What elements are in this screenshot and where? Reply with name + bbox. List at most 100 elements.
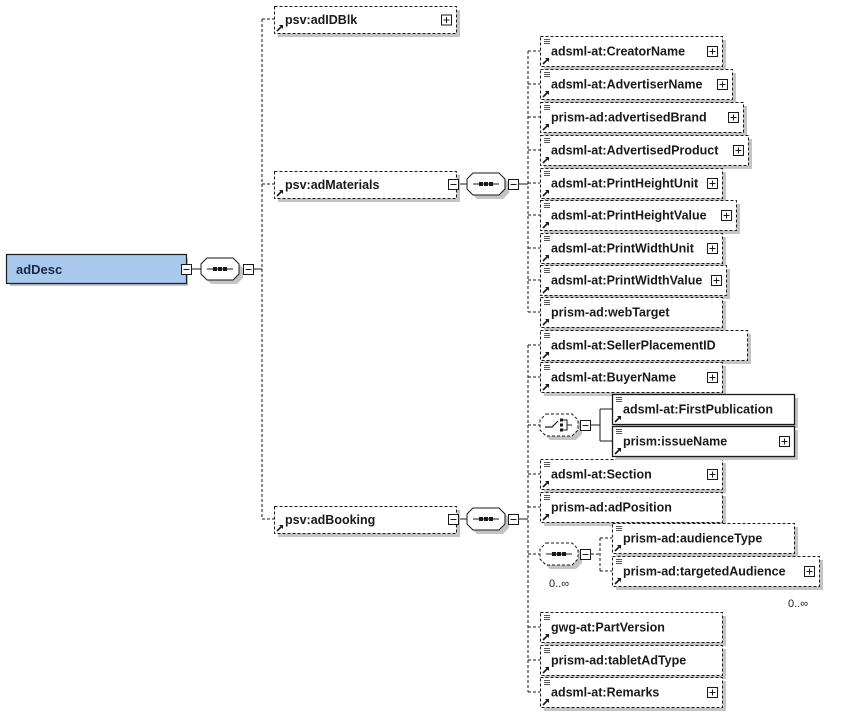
element-box[interactable] bbox=[540, 168, 723, 199]
expand-plus-icon[interactable] bbox=[804, 566, 815, 577]
element-box[interactable] bbox=[540, 330, 748, 361]
element-box[interactable] bbox=[540, 200, 737, 231]
reference-arrow-icon bbox=[542, 222, 549, 229]
arrow-head bbox=[545, 667, 549, 671]
element-box[interactable] bbox=[540, 233, 723, 264]
attributes-icon bbox=[544, 300, 550, 305]
schema-element-adsml-at-section[interactable]: adsml-at:Section bbox=[540, 459, 727, 494]
schema-element-adsml-at-printwidthvalue[interactable]: adsml-at:PrintWidthValue bbox=[540, 265, 731, 300]
schema-nodes: adDesc psv:adIDBlk psv:adMaterials psv:adBo… bbox=[5, 6, 824, 712]
schema-element-prism-ad-audiencetype[interactable]: prism-ad:audienceType bbox=[612, 523, 799, 558]
expand-plus-icon[interactable] bbox=[711, 275, 722, 286]
element-box[interactable] bbox=[540, 69, 733, 100]
element-box[interactable] bbox=[540, 612, 723, 643]
expand-plus-icon[interactable] bbox=[707, 687, 718, 698]
compositor-dot bbox=[218, 267, 222, 271]
element-box[interactable] bbox=[611, 425, 796, 458]
element-box[interactable] bbox=[612, 523, 795, 554]
schema-element-adsml-at-advertisername[interactable]: adsml-at:AdvertiserName bbox=[540, 69, 737, 104]
element-label: adsml-at:PrintHeightValue bbox=[551, 209, 707, 223]
element-box[interactable] bbox=[540, 492, 723, 523]
expand-plus-icon[interactable] bbox=[721, 210, 732, 221]
collapse-minus-icon[interactable] bbox=[508, 179, 519, 190]
occurrence-label: 0..∞ bbox=[549, 578, 569, 590]
attributes-icon bbox=[544, 648, 550, 653]
compositor-dot bbox=[484, 517, 488, 521]
schema-element-adsml-at-printheightvalue[interactable]: adsml-at:PrintHeightValue bbox=[540, 200, 741, 235]
expand-plus-icon[interactable] bbox=[779, 436, 790, 447]
schema-element-adsml-at-remarks[interactable]: adsml-at:Remarks bbox=[540, 677, 727, 712]
attributes-icon bbox=[544, 72, 550, 77]
schema-element-prism-ad-webtarget[interactable]: prism-ad:webTarget bbox=[540, 297, 727, 332]
schema-element-adsml-at-firstpublication[interactable]: adsml-at:FirstPublication bbox=[611, 393, 799, 429]
schema-element-prism-ad-tabletadtype[interactable]: prism-ad:tabletAdType bbox=[540, 645, 727, 680]
element-label: gwg-at:PartVersion bbox=[551, 621, 665, 635]
collapse-minus-icon[interactable] bbox=[580, 549, 591, 560]
reference-arrow-icon bbox=[542, 481, 549, 488]
element-box[interactable] bbox=[274, 6, 457, 34]
collapse-minus-icon[interactable] bbox=[181, 264, 192, 275]
expand-plus-icon[interactable] bbox=[707, 243, 718, 254]
attributes-icon bbox=[544, 680, 550, 685]
choice-compositor-icon[interactable] bbox=[539, 413, 582, 440]
sequence-compositor-icon[interactable] bbox=[466, 172, 509, 199]
schema-element-adsml-at-advertisedproduct[interactable]: adsml-at:AdvertisedProduct bbox=[540, 135, 753, 170]
reference-arrow-icon bbox=[542, 124, 549, 131]
collapse-minus-icon[interactable] bbox=[448, 179, 459, 190]
element-box[interactable] bbox=[540, 459, 723, 490]
element-box[interactable] bbox=[540, 265, 727, 296]
schema-element-prism-ad-adposition[interactable]: prism-ad:adPosition bbox=[540, 492, 727, 527]
element-box[interactable] bbox=[612, 556, 820, 587]
expand-plus-icon[interactable] bbox=[707, 46, 718, 57]
element-box[interactable] bbox=[540, 677, 723, 708]
schema-element-adsml-at-printheightunit[interactable]: adsml-at:PrintHeightUnit bbox=[540, 168, 727, 203]
arrow-head bbox=[545, 514, 549, 518]
sequence-compositor-icon[interactable] bbox=[466, 507, 509, 534]
compositor-dot bbox=[213, 267, 217, 271]
element-box[interactable] bbox=[274, 506, 457, 534]
element-box[interactable] bbox=[540, 645, 723, 676]
element-box[interactable] bbox=[540, 135, 749, 166]
element-box[interactable] bbox=[274, 171, 457, 199]
element-box[interactable] bbox=[540, 362, 723, 393]
schema-element-psv-adidblk[interactable]: psv:adIDBlk bbox=[274, 6, 461, 38]
schema-element-adsml-at-sellerplacementid[interactable]: adsml-at:SellerPlacementID bbox=[540, 330, 752, 365]
expand-plus-icon[interactable] bbox=[733, 145, 744, 156]
element-box[interactable] bbox=[611, 393, 796, 426]
compositor-shape[interactable] bbox=[539, 413, 579, 437]
schema-element-prism-issuename[interactable]: prism:issueName bbox=[611, 425, 799, 461]
expand-plus-icon[interactable] bbox=[441, 14, 452, 26]
expand-plus-icon[interactable] bbox=[707, 178, 718, 189]
collapse-minus-icon[interactable] bbox=[580, 420, 591, 431]
compositor-dot bbox=[489, 182, 493, 186]
element-box[interactable] bbox=[540, 297, 723, 328]
schema-element-prism-ad-advertisedbrand[interactable]: prism-ad:advertisedBrand bbox=[540, 102, 748, 137]
expand-plus-icon[interactable] bbox=[728, 112, 739, 123]
element-box[interactable] bbox=[540, 36, 723, 67]
schema-element-adsml-at-creatorname[interactable]: adsml-at:CreatorName bbox=[540, 36, 727, 71]
reference-arrow-icon bbox=[542, 667, 549, 674]
element-box[interactable] bbox=[540, 102, 744, 133]
attributes-icon bbox=[544, 105, 550, 110]
schema-element-psv-adbooking[interactable]: psv:adBooking bbox=[274, 506, 461, 538]
expand-plus-icon[interactable] bbox=[707, 372, 718, 383]
reference-arrow-icon bbox=[614, 545, 621, 552]
expand-plus-icon[interactable] bbox=[717, 79, 728, 90]
schema-element-psv-admaterials[interactable]: psv:adMaterials bbox=[274, 171, 461, 203]
root-element-addesc[interactable]: adDesc bbox=[5, 253, 192, 287]
attributes-icon bbox=[616, 397, 622, 402]
collapse-minus-icon[interactable] bbox=[448, 514, 459, 525]
sequence-compositor-icon[interactable] bbox=[539, 542, 582, 569]
schema-element-adsml-at-buyername[interactable]: adsml-at:BuyerName bbox=[540, 362, 727, 397]
schema-element-gwg-at-partversion[interactable]: gwg-at:PartVersion bbox=[540, 612, 727, 647]
schema-element-adsml-at-printwidthunit[interactable]: adsml-at:PrintWidthUnit bbox=[540, 233, 727, 268]
collapse-minus-icon[interactable] bbox=[508, 514, 519, 525]
collapse-minus-icon[interactable] bbox=[243, 264, 254, 275]
schema-element-prism-ad-targetedaudience[interactable]: prism-ad:targetedAudience bbox=[612, 556, 824, 591]
sequence-compositor-icon[interactable] bbox=[200, 257, 243, 284]
reference-arrow-icon bbox=[614, 416, 621, 423]
attributes-icon bbox=[544, 365, 550, 370]
expand-plus-icon[interactable] bbox=[707, 469, 718, 480]
arrow-head bbox=[545, 287, 549, 291]
attributes-icon bbox=[544, 462, 550, 467]
